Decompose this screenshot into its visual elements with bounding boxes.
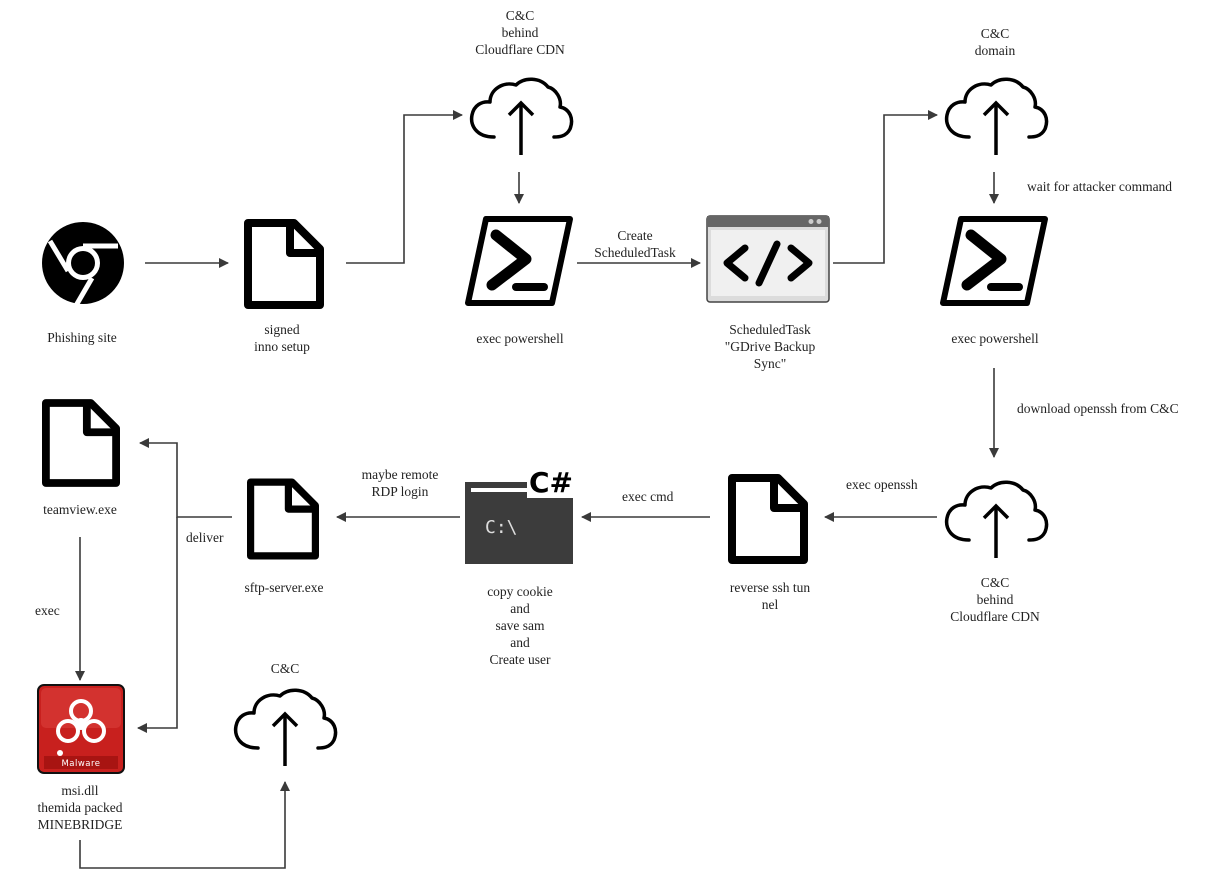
edge-label-exec: exec	[35, 603, 60, 618]
node-label-scheduled-task: ScheduledTask "GDrive Backup Sync"	[724, 322, 816, 371]
file-icon	[251, 482, 316, 556]
node-label-cc-cloudflare-top: C&C behind Cloudflare CDN	[475, 8, 565, 57]
node-label-cc-domain: C&C domain	[974, 26, 1016, 58]
powershell-icon	[468, 219, 570, 303]
node-label-teamview: teamview.exe	[43, 502, 117, 517]
cloud-upload-icon	[233, 688, 338, 766]
node-label-csharp-tool: copy cookie and save sam and Create user	[487, 584, 553, 667]
edge-label-rdp-login: maybe remote RDP login	[361, 467, 439, 499]
edge-label-exec-cmd: exec cmd	[622, 489, 674, 504]
edge-label-exec-openssh: exec openssh	[846, 477, 918, 492]
edge-label-create-task: Create ScheduledTask	[594, 228, 676, 260]
cloud-upload-icon	[944, 480, 1049, 558]
node-label-powershell-2: exec powershell	[951, 331, 1039, 346]
file-icon	[46, 403, 116, 483]
console-prompt: C:\	[485, 517, 518, 538]
edge-label-download-openssh: download openssh from C&C	[1017, 401, 1179, 416]
chrome-icon	[42, 222, 124, 311]
node-label-powershell-1: exec powershell	[476, 331, 564, 346]
node-label-cc-plain: C&C	[270, 661, 300, 676]
node-label-inno-setup: signed inno setup	[254, 322, 310, 354]
node-label-reverse-ssh: reverse ssh tun nel	[729, 580, 811, 612]
file-icon	[732, 478, 804, 560]
edge-label-deliver: deliver	[186, 530, 224, 545]
file-icon	[248, 223, 320, 305]
malware-caption: Malware	[61, 759, 100, 769]
node-label-cc-cloudflare-bottom: C&C behind Cloudflare CDN	[950, 575, 1040, 624]
cloud-upload-icon	[944, 77, 1049, 155]
node-label-phishing-site: Phishing site	[47, 330, 117, 345]
malware-biohazard-icon: Malware	[37, 684, 125, 774]
cloud-upload-icon	[469, 77, 574, 155]
edge-label-wait-command: wait for attacker command	[1027, 179, 1173, 194]
powershell-icon	[943, 219, 1045, 303]
csharp-badge: C#	[529, 466, 573, 499]
node-label-sftp-server: sftp-server.exe	[244, 580, 324, 595]
csharp-console-icon: C# C:\	[465, 466, 573, 564]
node-label-msi-dll: msi.dll themida packed MINEBRIDGE	[37, 783, 123, 832]
code-window-icon	[706, 215, 830, 303]
